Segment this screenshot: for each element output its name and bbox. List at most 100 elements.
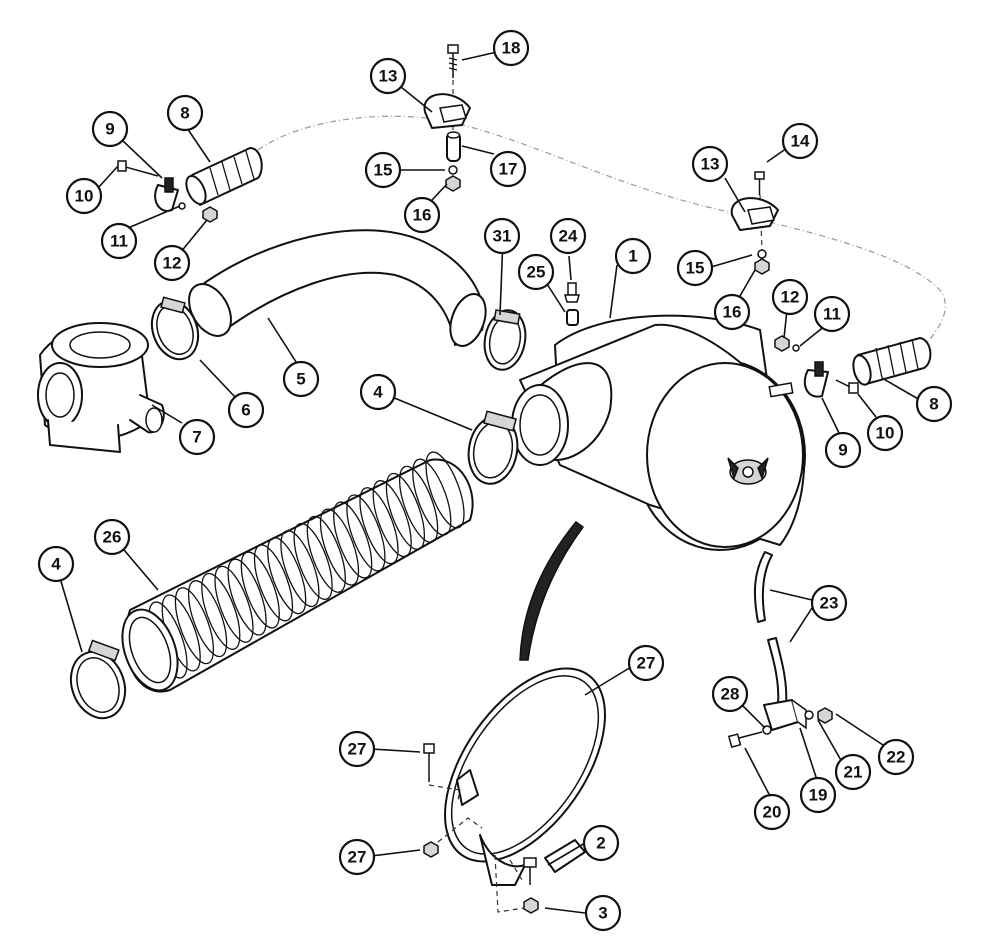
bolt-27-axis (428, 784, 461, 801)
callout-18: 18 (492, 29, 530, 67)
callout-8-right: 8 (915, 385, 953, 423)
hose-rib (385, 472, 426, 550)
svg-text:10: 10 (75, 187, 94, 206)
svg-text:17: 17 (499, 160, 518, 179)
svg-text:15: 15 (374, 161, 393, 180)
svg-text:28: 28 (721, 685, 740, 704)
nut-3 (523, 897, 539, 914)
hose-rib (214, 565, 254, 643)
clamp-bracket-13-center (423, 93, 471, 129)
svg-text:2: 2 (596, 834, 605, 853)
callout-3: 3 (584, 894, 622, 932)
evacuator-tube-23 (753, 551, 788, 706)
callout-26: 26 (93, 518, 131, 556)
callout-16-center: 16 (403, 196, 441, 234)
adapter-25 (566, 309, 579, 326)
svg-text:13: 13 (701, 155, 720, 174)
restriction-indicator-24 (564, 282, 580, 303)
hose-rib (267, 537, 307, 615)
clamp-bracket-13-right (730, 197, 779, 231)
callout-23: 23 (810, 584, 848, 622)
nut-27 (423, 841, 439, 858)
bracket-9-left (154, 177, 179, 212)
hose-rib (253, 544, 294, 622)
svg-text:7: 7 (192, 428, 201, 447)
elbow-hose (188, 229, 487, 347)
svg-text:14: 14 (791, 132, 810, 151)
callout-2: 2 (582, 824, 620, 862)
callout-9-right: 9 (824, 431, 862, 469)
hose-rib (187, 580, 228, 658)
svg-text:27: 27 (348, 740, 367, 759)
svg-text:9: 9 (105, 120, 114, 139)
svg-text:27: 27 (348, 848, 367, 867)
corrugated-hose (121, 451, 474, 693)
svg-text:4: 4 (373, 383, 383, 402)
bolt-27 (423, 743, 435, 782)
hose-rib (280, 530, 320, 608)
svg-text:22: 22 (887, 748, 906, 767)
nut-12-left (202, 206, 218, 223)
hose-rib (319, 508, 360, 586)
hose-rib (346, 494, 386, 572)
callout-12-left: 12 (153, 244, 191, 282)
nut-16-right (754, 258, 770, 275)
svg-text:23: 23 (820, 594, 839, 613)
screw-20 (727, 731, 763, 749)
hose-rib (201, 572, 241, 650)
callout-4-upper: 4 (359, 373, 397, 411)
svg-text:8: 8 (180, 104, 189, 123)
bolt-2 (523, 857, 537, 885)
callout-28: 28 (711, 675, 749, 713)
hose-clamp-6 (150, 296, 200, 361)
svg-text:15: 15 (686, 259, 705, 278)
air-cleaner-end-cap (646, 362, 804, 548)
svg-text:20: 20 (763, 803, 782, 822)
callouts: 1 2 3 4 4 5 6 7 8 8 9 9 10 10 11 11 12 1… (37, 29, 953, 932)
air-cleaner-housing (511, 314, 806, 551)
callout-12-right: 12 (771, 278, 809, 316)
nut-16-center (445, 175, 461, 192)
svg-text:31: 31 (493, 227, 512, 246)
callout-9-left: 9 (91, 110, 129, 148)
svg-text:24: 24 (559, 227, 578, 246)
svg-text:4: 4 (51, 555, 61, 574)
callout-10-right: 10 (866, 414, 904, 452)
svg-text:10: 10 (876, 424, 895, 443)
hose-rib (412, 458, 452, 536)
callout-19: 19 (799, 776, 837, 814)
svg-text:27: 27 (637, 654, 656, 673)
callout-8-left: 8 (166, 94, 204, 132)
callout-16-right: 16 (713, 293, 751, 331)
callout-31: 31 (483, 217, 521, 255)
hose-rib (398, 465, 439, 543)
svg-text:12: 12 (163, 254, 182, 273)
svg-text:26: 26 (103, 528, 122, 547)
mounting-band-27 (444, 667, 606, 886)
hose-piece-8-left (185, 147, 263, 206)
svg-text:6: 6 (241, 401, 250, 420)
callout-11-right: 11 (813, 295, 851, 333)
callout-21: 21 (834, 753, 872, 791)
hose-rib (333, 501, 373, 579)
callout-11-left: 11 (100, 222, 138, 260)
callout-17: 17 (489, 150, 527, 188)
svg-text:8: 8 (929, 395, 938, 414)
svg-text:16: 16 (723, 303, 742, 322)
callout-5: 5 (282, 360, 320, 398)
hose-rib (306, 515, 346, 593)
callout-13-right: 13 (691, 145, 729, 183)
spacer-17 (446, 131, 461, 162)
callout-1: 1 (614, 237, 652, 275)
washer-15-right (757, 249, 767, 259)
hose-piece-8-right (852, 337, 932, 386)
svg-text:1: 1 (628, 247, 637, 266)
svg-text:9: 9 (838, 441, 847, 460)
svg-text:18: 18 (502, 39, 521, 58)
bolt-18 (447, 44, 459, 78)
callout-22: 22 (877, 738, 915, 776)
callout-10-left: 10 (65, 177, 103, 215)
washer-15-center (448, 165, 458, 175)
callout-27-bolt: 27 (338, 730, 376, 768)
